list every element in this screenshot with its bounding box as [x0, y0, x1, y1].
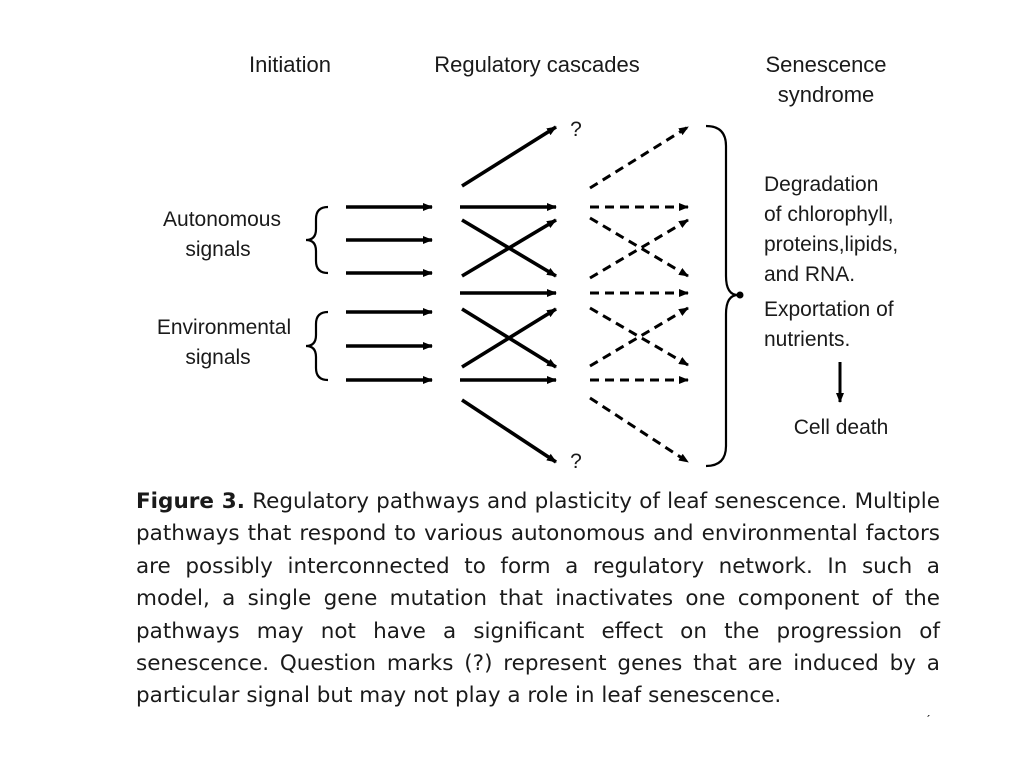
- syndrome-line-4: and RNA.: [764, 263, 855, 286]
- brace-point: [736, 291, 744, 299]
- question-mark-top: ?: [570, 118, 582, 141]
- autonomous-brace: [305, 205, 329, 275]
- header-initiation: Initiation: [249, 52, 331, 77]
- syndrome-line-3: proteins,lipids,: [764, 233, 898, 256]
- figure-caption: Figure 3. Regulatory pathways and plasti…: [136, 486, 940, 713]
- initiation-arrows: [346, 203, 433, 384]
- header-senescence-line1: Senescence: [765, 52, 886, 77]
- label-environmental-signals: signals: [185, 346, 250, 369]
- cascade-arrows: [460, 125, 557, 464]
- syndrome-line-5: Exportation of: [764, 298, 894, 321]
- label-autonomous: Autonomous: [163, 208, 281, 231]
- caption-text: Regulatory pathways and plasticity of le…: [136, 489, 940, 709]
- cell-death-label: Cell death: [794, 416, 889, 439]
- environmental-brace: [305, 310, 329, 382]
- header-senescence-line2: syndrome: [778, 82, 875, 107]
- label-environmental: Environmental: [157, 316, 291, 339]
- corner-mark: ˊ: [926, 712, 931, 728]
- dashed-cascade-arrows: [589, 125, 689, 464]
- header-regulatory-cascades: Regulatory cascades: [434, 52, 639, 77]
- question-mark-bottom: ?: [570, 450, 582, 473]
- syndrome-line-1: Degradation: [764, 173, 878, 196]
- figure-label: Figure 3.: [136, 489, 245, 514]
- syndrome-line-2: of chlorophyll,: [764, 203, 894, 226]
- label-autonomous-signals: signals: [185, 238, 250, 261]
- senescence-pathway-diagram: Initiation Regulatory cascades Senescenc…: [157, 52, 898, 473]
- syndrome-brace: [705, 124, 739, 468]
- syndrome-line-6: nutrients.: [764, 328, 850, 351]
